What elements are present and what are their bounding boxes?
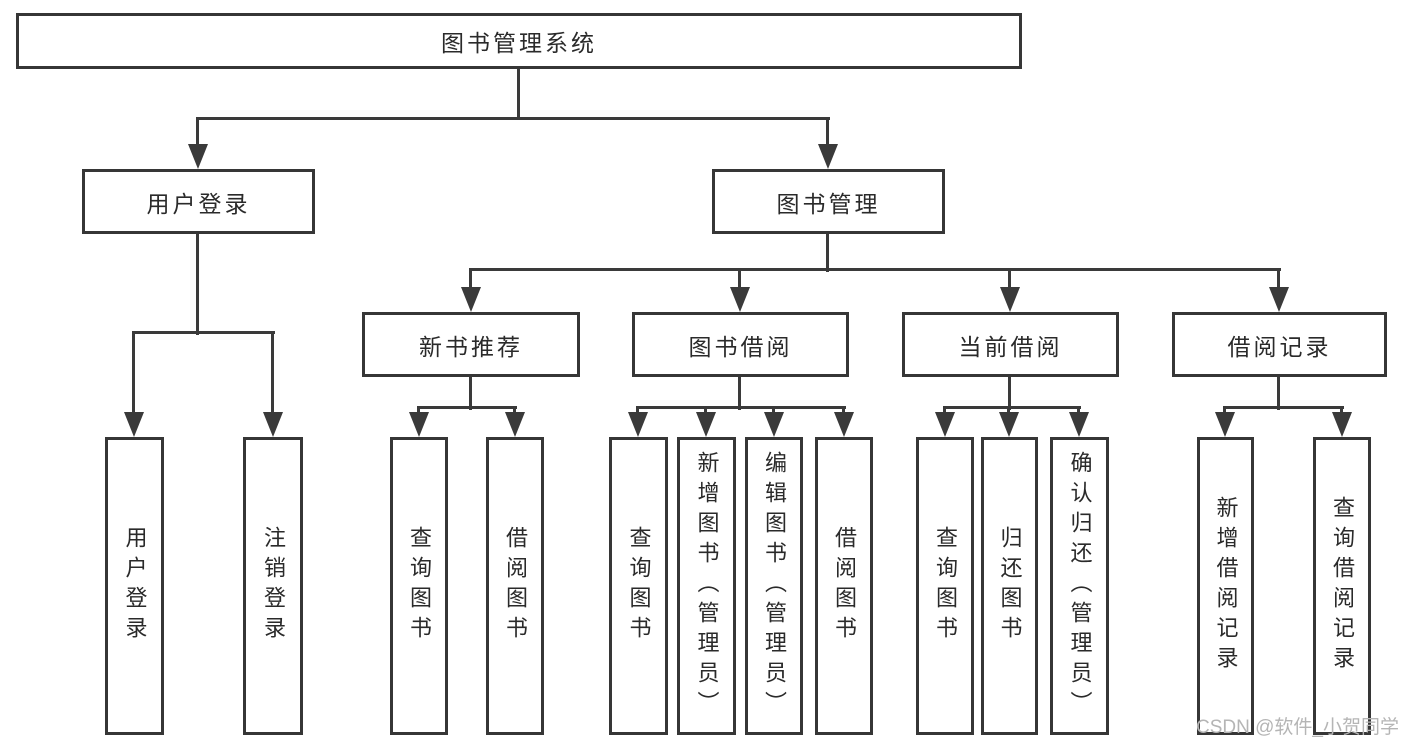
- leaf-return-book-label: 归还图书: [997, 526, 1023, 646]
- arrowhead-icon: [730, 287, 750, 312]
- connector-line: [1340, 406, 1343, 416]
- node-user-login-label: 用户登录: [146, 190, 251, 217]
- connector-line: [1223, 406, 1226, 416]
- leaf-edit-book-admin-label: 编辑图书（管理员）: [762, 451, 787, 721]
- connector-line: [636, 406, 639, 416]
- arrowhead-icon: [461, 287, 481, 312]
- connector-line: [513, 406, 516, 416]
- node-book-management: 图书管理: [712, 169, 945, 234]
- leaf-add-borrow-record: 新增借阅记录: [1197, 437, 1254, 735]
- leaf-user-login-label: 用户登录: [122, 526, 148, 646]
- connector-line: [738, 268, 741, 290]
- node-user-login: 用户登录: [82, 169, 315, 234]
- leaf-edit-book-admin: 编辑图书（管理员）: [745, 437, 803, 735]
- arrowhead-icon: [124, 412, 144, 437]
- connector-line: [469, 377, 472, 410]
- leaf-query-book-current: 查询图书: [916, 437, 974, 735]
- leaf-query-book-recommend: 查询图书: [390, 437, 448, 735]
- leaf-borrow-book: 借阅图书: [815, 437, 873, 735]
- arrowhead-icon: [764, 412, 784, 437]
- leaf-user-login: 用户登录: [105, 437, 164, 735]
- connector-line: [196, 234, 199, 335]
- node-book-management-label: 图书管理: [776, 190, 881, 217]
- node-new-book-recommend-label: 新书推荐: [419, 333, 523, 360]
- arrowhead-icon: [505, 412, 525, 437]
- arrowhead-icon: [1215, 412, 1235, 437]
- connector-line: [826, 117, 829, 149]
- node-book-borrow-label: 图书借阅: [688, 333, 793, 360]
- leaf-confirm-return-admin-label: 确认归还（管理员）: [1067, 451, 1093, 721]
- watermark: CSDN @软件_小贺同学: [1196, 717, 1399, 738]
- arrowhead-icon: [263, 412, 283, 437]
- connector-line: [704, 406, 707, 416]
- connector-line: [1007, 406, 1010, 416]
- leaf-query-book-recommend-label: 查询图书: [407, 526, 432, 646]
- leaf-borrow-book-recommend-label: 借阅图书: [503, 526, 528, 646]
- leaf-query-borrow-record-label: 查询借阅记录: [1330, 496, 1355, 676]
- connector-line: [826, 234, 829, 272]
- arrowhead-icon: [696, 412, 716, 437]
- node-book-borrow: 图书借阅: [632, 312, 849, 377]
- connector-line: [1224, 406, 1344, 409]
- connector-line: [943, 406, 946, 416]
- connector-line: [1008, 268, 1011, 290]
- leaf-return-book: 归还图书: [981, 437, 1038, 735]
- arrowhead-icon: [834, 412, 854, 437]
- connector-line: [842, 406, 845, 416]
- node-new-book-recommend: 新书推荐: [362, 312, 580, 377]
- arrowhead-icon: [818, 144, 838, 169]
- arrowhead-icon: [1000, 287, 1020, 312]
- connector-line: [738, 377, 741, 410]
- leaf-query-book-borrow-label: 查询图书: [626, 526, 652, 646]
- connector-line: [1077, 406, 1080, 416]
- arrowhead-icon: [1332, 412, 1352, 437]
- node-current-borrow: 当前借阅: [902, 312, 1119, 377]
- connector-line: [469, 268, 472, 290]
- node-borrow-record-label: 借阅记录: [1227, 333, 1332, 360]
- arrowhead-icon: [999, 412, 1019, 437]
- connector-line: [944, 406, 1081, 409]
- connector-line: [517, 69, 520, 120]
- leaf-borrow-book-label: 借阅图书: [832, 526, 857, 646]
- arrowhead-icon: [935, 412, 955, 437]
- leaf-query-borrow-record: 查询借阅记录: [1313, 437, 1371, 735]
- leaf-add-book-admin: 新增图书（管理员）: [677, 437, 736, 735]
- connector-line: [133, 331, 275, 334]
- node-root: 图书管理系统: [16, 13, 1022, 69]
- arrowhead-icon: [628, 412, 648, 437]
- leaf-query-book-borrow: 查询图书: [609, 437, 668, 735]
- arrowhead-icon: [409, 412, 429, 437]
- arrowhead-icon: [1069, 412, 1089, 437]
- connector-line: [1277, 377, 1280, 410]
- leaf-borrow-book-recommend: 借阅图书: [486, 437, 544, 735]
- leaf-add-borrow-record-label: 新增借阅记录: [1213, 496, 1239, 676]
- arrowhead-icon: [188, 144, 208, 169]
- leaf-logout-label: 注销登录: [261, 526, 286, 646]
- leaf-query-book-current-label: 查询图书: [933, 526, 958, 646]
- arrowhead-icon: [1269, 287, 1289, 312]
- connector-line: [132, 331, 135, 415]
- connector-line: [196, 117, 199, 149]
- connector-line: [417, 406, 420, 416]
- connector-line: [470, 268, 1281, 271]
- connector-line: [197, 117, 830, 120]
- leaf-confirm-return-admin: 确认归还（管理员）: [1050, 437, 1109, 735]
- connector-line: [1008, 377, 1011, 410]
- connector-line: [1277, 268, 1280, 290]
- leaf-add-book-admin-label: 新增图书（管理员）: [694, 451, 720, 721]
- connector-line: [772, 406, 775, 416]
- connector-line: [418, 406, 517, 409]
- node-root-label: 图书管理系统: [441, 30, 597, 56]
- connector-line: [637, 406, 846, 409]
- node-borrow-record: 借阅记录: [1172, 312, 1387, 377]
- node-current-borrow-label: 当前借阅: [958, 333, 1063, 360]
- leaf-logout: 注销登录: [243, 437, 303, 735]
- connector-line: [271, 331, 274, 415]
